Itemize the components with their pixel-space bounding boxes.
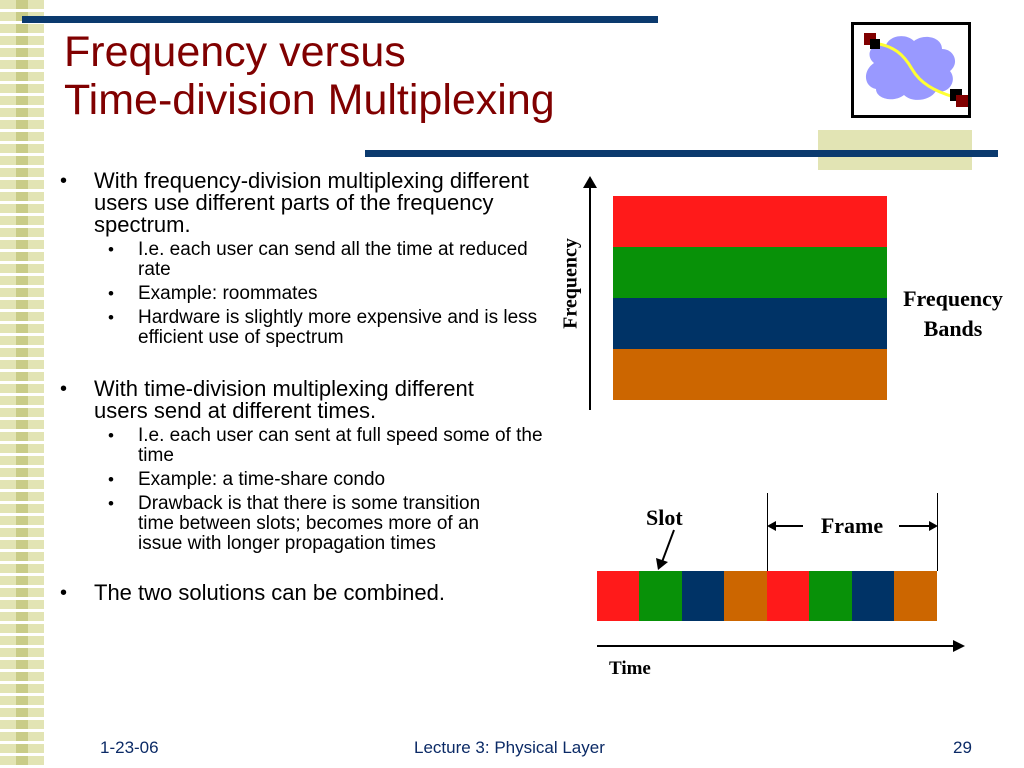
frame-marker-left	[767, 493, 768, 571]
bullet-fdm: With frequency-division multiplexing dif…	[56, 170, 556, 236]
frequency-band-blue	[613, 298, 887, 349]
time-axis-arrow	[597, 640, 965, 652]
frame-label: Frame	[820, 513, 884, 538]
time-axis-label: Time	[609, 658, 651, 679]
time-slot-green	[809, 571, 852, 621]
footer-date: 1-23-06	[100, 738, 159, 757]
sub-bullet: I.e. each user can send all the time at …	[56, 240, 556, 280]
sub-bullet: Hardware is slightly more expensive and …	[56, 308, 556, 348]
frequency-axis	[589, 184, 591, 410]
time-slot-blue	[682, 571, 724, 621]
footer-lecture-title: Lecture 3: Physical Layer	[414, 738, 605, 757]
slide-title-line2: Time-division Multiplexing	[64, 76, 555, 124]
top-accent-bar	[22, 16, 658, 23]
time-slot-green	[639, 571, 682, 621]
frame-marker-right	[937, 493, 938, 571]
slot-pointer-arrow	[656, 529, 675, 570]
network-cloud-icon	[851, 22, 971, 118]
bullet-tdm: With time-division multiplexing differen…	[56, 378, 556, 422]
slide-title: Frequency versus Time-division Multiplex…	[64, 28, 555, 124]
time-slot-red	[597, 571, 639, 621]
bullet-list: With frequency-division multiplexing dif…	[56, 170, 556, 608]
left-stripe-decoration	[0, 0, 44, 768]
footer-page-number: 29	[953, 738, 972, 757]
sub-bullet: Example: a time-share condo	[56, 470, 556, 491]
frequency-axis-label: Frequency	[559, 238, 582, 329]
frequency-band-red	[613, 196, 887, 247]
frame-arrows	[767, 521, 938, 531]
slide-title-line1: Frequency versus	[64, 28, 406, 76]
slot-label: Slot	[646, 505, 683, 530]
bullet-combined: The two solutions can be combined.	[56, 582, 556, 605]
frequency-band-green	[613, 247, 887, 298]
sub-bullet: Example: roommates	[56, 284, 556, 305]
time-slot-blue	[852, 571, 894, 621]
frequency-axis-arrowhead	[583, 176, 597, 188]
time-slot-red	[767, 571, 809, 621]
frequency-bands-label-line2: Bands	[923, 316, 983, 341]
frequency-band-orange	[613, 349, 887, 400]
frequency-bands-label: Frequency Bands	[888, 284, 1018, 344]
time-slot-orange	[894, 571, 937, 621]
title-underline-bar	[365, 150, 998, 157]
sub-bullet: Drawback is that there is some transitio…	[56, 494, 556, 554]
time-slot-orange	[724, 571, 767, 621]
sub-bullet: I.e. each user can sent at full speed so…	[56, 426, 556, 466]
frequency-bands-label-line1: Frequency	[903, 286, 1003, 311]
